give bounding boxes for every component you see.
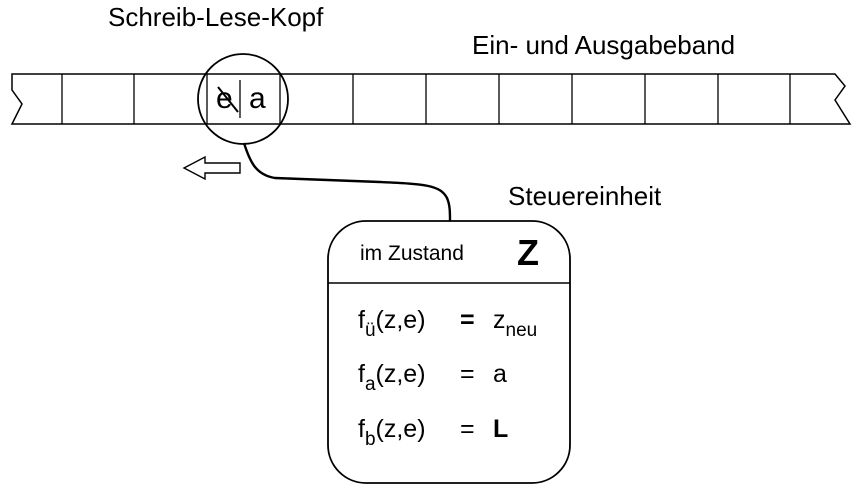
tape-symbol-old: e	[216, 82, 233, 115]
function-subscript: b	[364, 429, 376, 450]
state-prefix: im Zustand	[360, 242, 464, 265]
head-label: Schreib-Lese-Kopf	[108, 2, 324, 32]
head-cable	[242, 142, 452, 222]
tape-symbol-new: a	[249, 82, 266, 115]
function-operator: =	[460, 306, 475, 334]
function-subscript: ü	[364, 320, 376, 341]
function-result: z	[493, 306, 506, 334]
function-result-subscript: neu	[505, 320, 538, 341]
tape-outline	[10, 73, 852, 125]
move-left-arrow-icon	[182, 155, 241, 181]
function-args: (z,e)	[375, 360, 426, 388]
function-operator: =	[460, 360, 475, 388]
function-subscript: a	[364, 374, 376, 395]
tape-cell-dividers	[61, 74, 791, 124]
function-name: f	[358, 306, 365, 334]
function-args: (z,e)	[375, 415, 426, 443]
tape-label: Ein- und Ausgabeband	[472, 30, 736, 60]
function-result: a	[493, 360, 507, 388]
control-unit-label: Steuereinheit	[508, 181, 662, 211]
function-row-transition: fü(z,e) = zneu	[358, 306, 537, 340]
function-name: f	[358, 415, 365, 443]
function-name: f	[358, 360, 365, 388]
function-row-movement: fb(z,e) = L	[358, 415, 508, 449]
function-result: L	[493, 415, 509, 443]
control-unit-box	[327, 220, 571, 484]
function-operator: =	[460, 415, 475, 443]
function-row-output: fa(z,e) = a	[358, 360, 507, 394]
read-write-head	[197, 53, 289, 145]
function-args: (z,e)	[375, 306, 426, 334]
state-symbol: Z	[517, 232, 539, 273]
cross-out-mark	[217, 86, 239, 113]
